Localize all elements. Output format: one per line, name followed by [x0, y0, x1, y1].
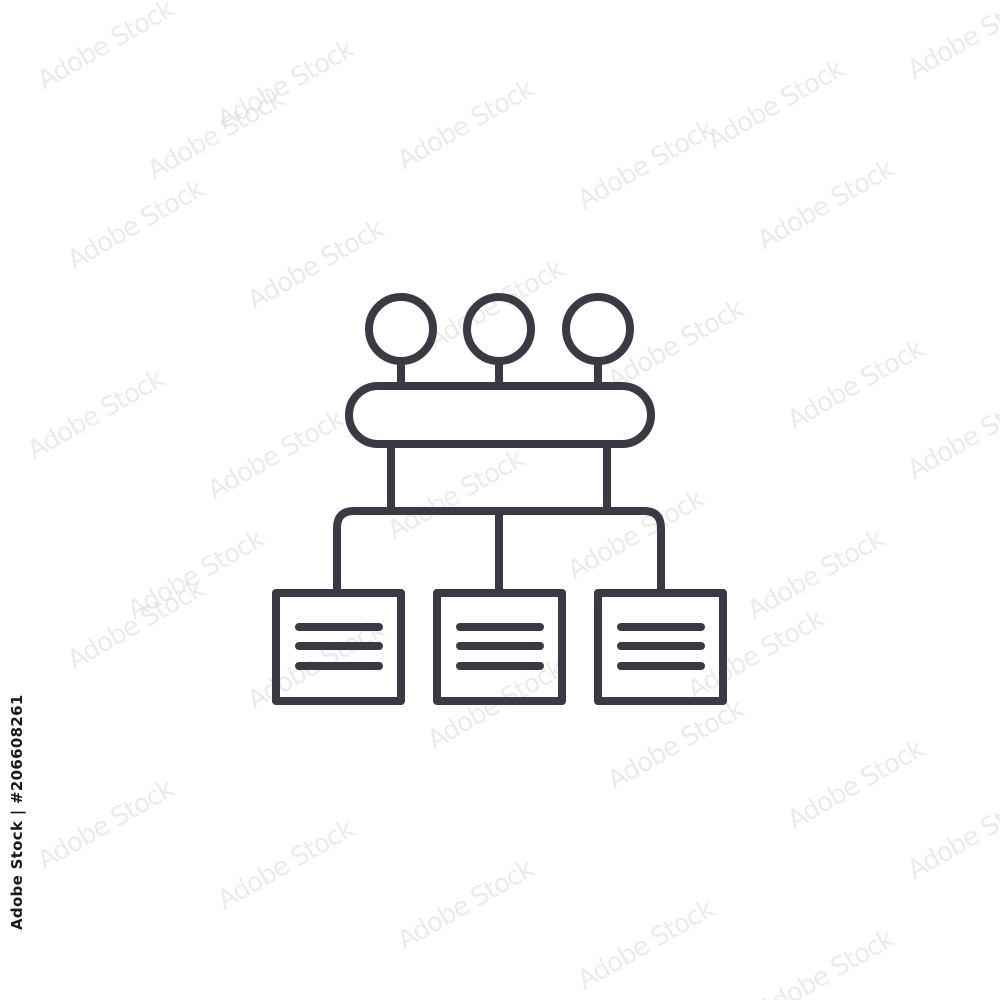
connector-bar — [345, 382, 655, 448]
document-box-right — [594, 589, 727, 705]
stock-id-label: Adobe Stock | #206608261 — [8, 694, 26, 930]
node-circle-left — [365, 293, 437, 365]
document-box-middle — [433, 589, 566, 705]
document-box-left — [272, 589, 405, 705]
node-circle-middle — [463, 293, 535, 365]
document-lines-right — [617, 623, 705, 670]
document-lines-left — [295, 623, 383, 670]
node-circle-right — [562, 293, 634, 365]
document-lines-middle — [456, 623, 544, 670]
